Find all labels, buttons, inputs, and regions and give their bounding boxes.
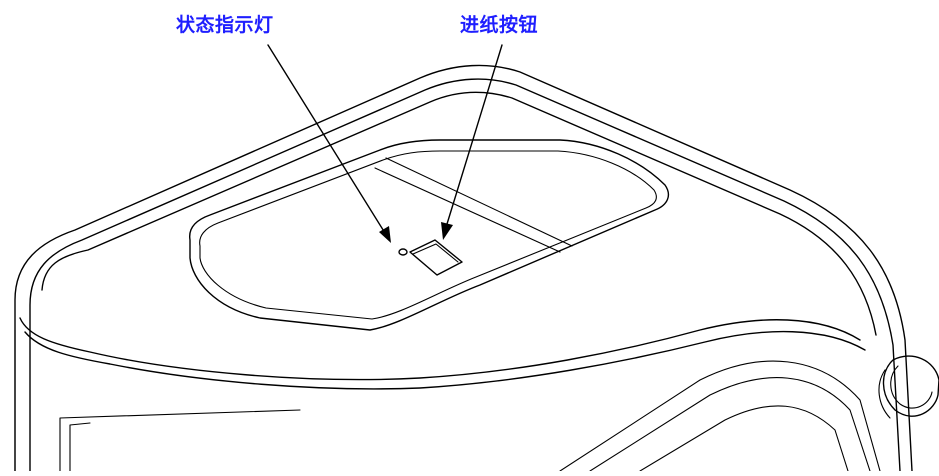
status-led	[398, 248, 408, 256]
leader-feed-arrowhead	[441, 222, 453, 240]
feed-button[interactable]	[409, 239, 463, 276]
left-front-panel-2	[69, 422, 91, 472]
front-opening-line-2	[589, 377, 871, 472]
top-recess-inner	[199, 150, 657, 320]
lid-rim-lower	[19, 317, 861, 381]
window-ridge	[385, 157, 573, 247]
printer-shell-outer-2	[29, 78, 901, 472]
lid-rim-lower-2	[24, 330, 866, 390]
leader-feed-button	[446, 44, 503, 225]
window-ridge-2	[374, 167, 561, 253]
side-knob-ring	[878, 369, 891, 419]
leader-status-arrowhead	[379, 226, 391, 243]
label-status-indicator: 状态指示灯	[176, 14, 274, 36]
printer-shell-outer	[14, 64, 913, 472]
label-feed-button: 进纸按钮	[460, 14, 539, 36]
lid-rim	[41, 91, 877, 336]
side-knob-inner	[890, 365, 933, 409]
front-opening-line-1	[559, 360, 881, 472]
front-opening-line-3	[639, 405, 849, 472]
top-recess-outer	[189, 139, 670, 331]
feed-button-edge	[412, 243, 459, 263]
left-front-panel	[59, 409, 301, 472]
leader-status-indicator	[267, 44, 386, 234]
side-knob	[882, 355, 939, 417]
